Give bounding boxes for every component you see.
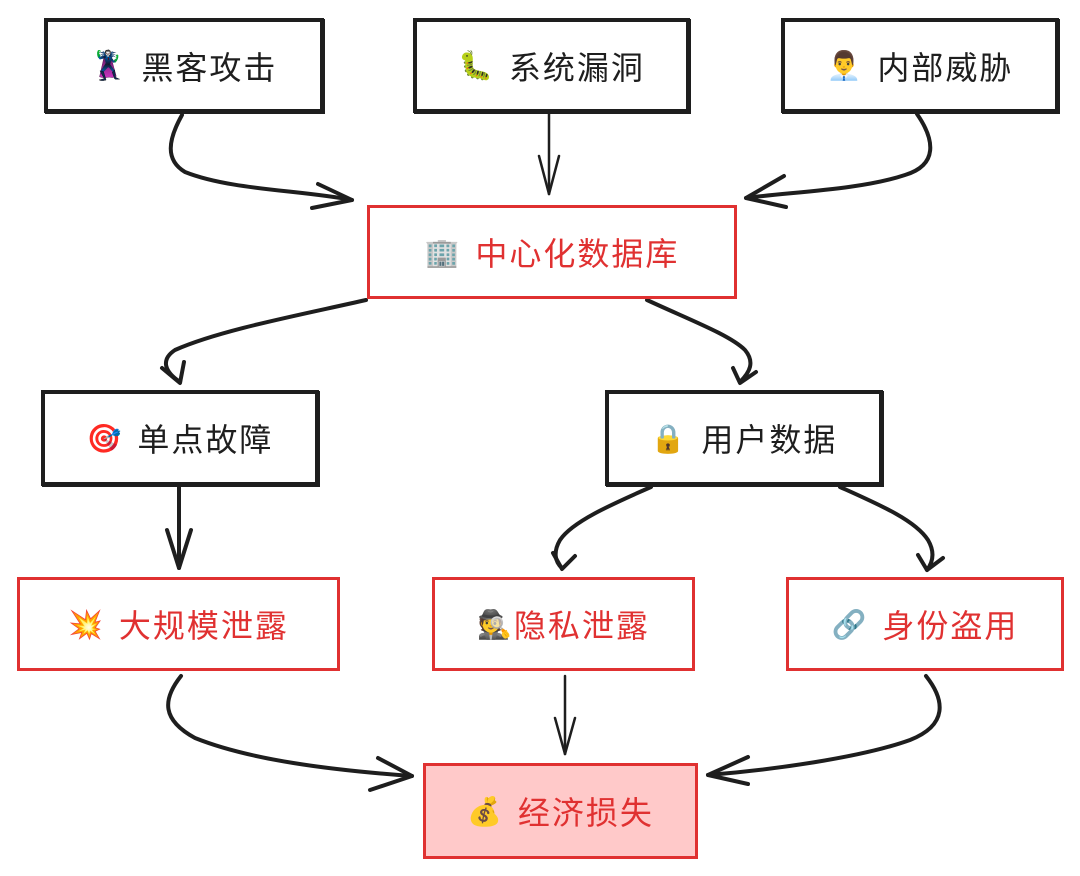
detective-icon: 🕵️ <box>477 607 512 641</box>
node-privacy-leak[interactable]: 🕵️ 隐私泄露 <box>432 577 695 671</box>
node-economic-loss[interactable]: 💰 经济损失 <box>423 763 698 859</box>
node-label: 经济损失 <box>517 794 654 832</box>
edge-vuln-to-central <box>537 112 561 196</box>
office-building-icon: 🏢 <box>424 235 460 269</box>
node-system-vulnerability[interactable]: 🐛 系统漏洞 <box>413 18 690 113</box>
edge-insider-to-central <box>744 112 933 209</box>
edge-privacy-to-loss <box>553 674 577 756</box>
node-label: 隐私泄露 <box>513 607 650 645</box>
node-single-point-of-failure[interactable]: 🎯 单点故障 <box>41 390 319 486</box>
node-insider-threat[interactable]: 👨‍💼 内部威胁 <box>781 18 1059 113</box>
edge-identity-to-loss <box>706 674 942 786</box>
node-label: 系统漏洞 <box>508 48 645 87</box>
lock-icon: 🔒 <box>650 421 686 455</box>
edge-central-to-userdata <box>645 298 758 385</box>
node-label: 中心化数据库 <box>475 235 680 273</box>
edge-hacker-to-central <box>168 113 354 210</box>
edge-leak-to-loss <box>166 674 414 792</box>
node-hacker-attack[interactable]: 🦹 黑客攻击 <box>44 18 324 113</box>
node-label: 黑客攻击 <box>141 48 278 87</box>
node-label: 内部威胁 <box>877 48 1014 87</box>
edge-userdata-to-identity <box>838 485 945 572</box>
edge-central-to-spof <box>160 298 368 385</box>
office-worker-icon: 👨‍💼 <box>826 49 862 82</box>
target-icon: 🎯 <box>86 421 122 455</box>
node-massive-leak[interactable]: 💥 大规模泄露 <box>17 577 340 671</box>
edge-spof-to-leak <box>165 485 193 570</box>
link-icon: 🔗 <box>831 607 867 641</box>
money-bag-icon: 💰 <box>467 794 502 828</box>
node-user-data[interactable]: 🔒 用户数据 <box>605 390 883 486</box>
node-label: 单点故障 <box>137 421 274 459</box>
supervillain-icon: 🦹 <box>90 49 126 82</box>
explosion-icon: 💥 <box>68 607 103 641</box>
node-label: 用户数据 <box>701 421 838 459</box>
bug-icon: 🐛 <box>458 49 493 82</box>
node-label: 身份盗用 <box>882 607 1019 645</box>
node-label: 大规模泄露 <box>118 607 289 645</box>
node-identity-theft[interactable]: 🔗 身份盗用 <box>786 577 1064 671</box>
edge-userdata-to-privacy <box>551 485 653 571</box>
node-centralized-database[interactable]: 🏢 中心化数据库 <box>367 205 737 299</box>
